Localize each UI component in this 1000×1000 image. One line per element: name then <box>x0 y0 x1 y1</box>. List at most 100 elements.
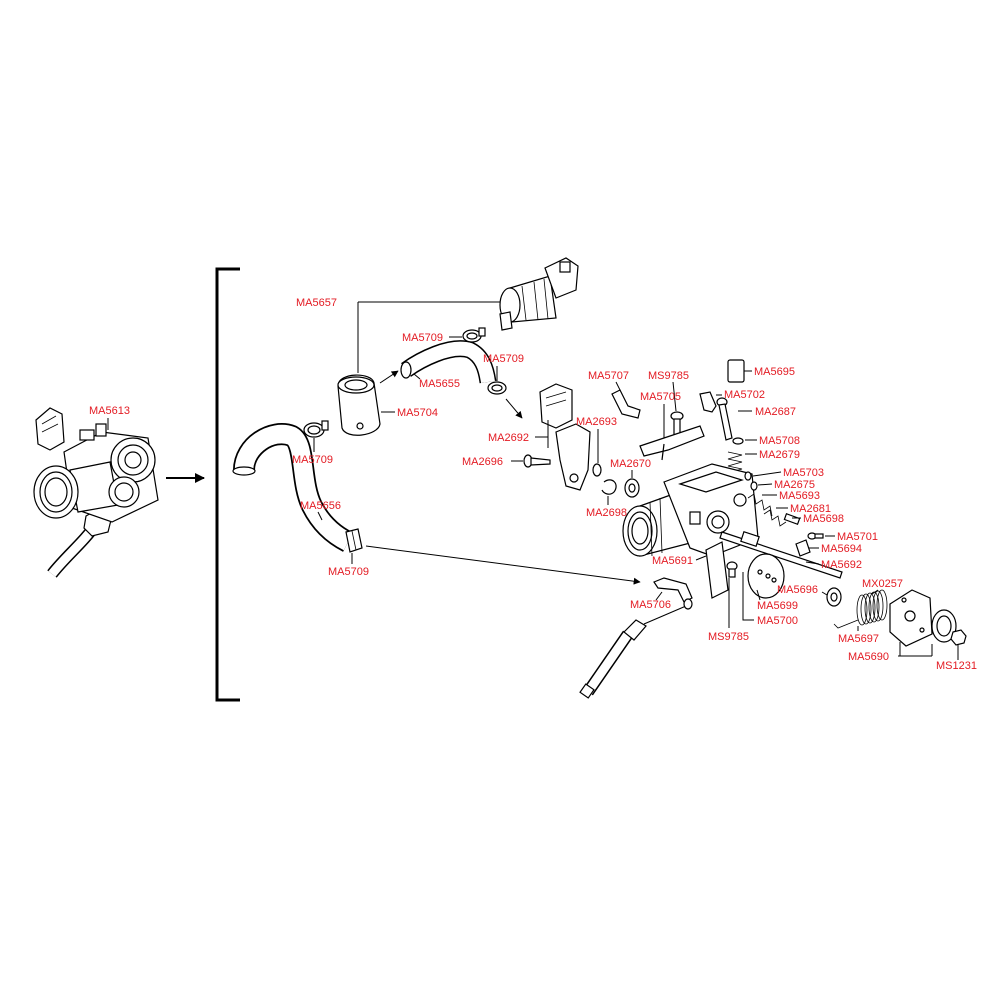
coil <box>856 594 868 626</box>
screw-ms9785-bottom <box>726 561 738 578</box>
leader-line <box>317 511 323 521</box>
collar-ma5704 <box>337 374 381 436</box>
washer-ma5708 <box>732 437 744 445</box>
coil <box>876 589 888 621</box>
callout-ma2679: MA2679 <box>759 449 800 461</box>
leader-line <box>535 420 549 448</box>
connector-latch <box>559 261 571 273</box>
fitting-block <box>79 429 95 441</box>
coil <box>864 592 876 624</box>
callout-ma5691: MA5691 <box>652 555 693 567</box>
sensor-nozzle <box>499 311 513 331</box>
leader-line <box>752 471 782 477</box>
spring-ma2681 <box>763 509 787 527</box>
housing-top <box>678 471 744 493</box>
washer-inner <box>830 592 838 602</box>
screw-shaft <box>530 457 551 466</box>
disc-hole <box>765 573 771 579</box>
callout-mx0257: MX0257 <box>862 578 903 590</box>
housing-nipple <box>689 511 701 525</box>
cover-plate-ma5690 <box>889 589 957 647</box>
screw-ms9785-top <box>670 411 684 444</box>
leader-line <box>898 642 933 657</box>
clamp-bore <box>491 384 503 392</box>
callout-ma5698: MA5698 <box>803 513 844 525</box>
sensor-detail <box>41 415 59 433</box>
plate-ring-inner <box>936 615 952 637</box>
hose-fill <box>234 425 353 551</box>
cable-nipple <box>683 598 693 610</box>
cable-sheath-inner <box>584 631 632 695</box>
callout-ma5695: MA5695 <box>754 366 795 378</box>
leader-line <box>757 483 773 486</box>
disc-ma5699 <box>747 553 785 599</box>
callout-ma5696: MA5696 <box>777 584 818 596</box>
bracket-ma5705 <box>639 425 705 461</box>
callout-ma5709-left: MA5709 <box>292 454 333 466</box>
callout-ma5709-bottom: MA5709 <box>328 566 369 578</box>
callout-ma5704: MA5704 <box>397 407 438 419</box>
callout-ma5707: MA5707 <box>588 370 629 382</box>
callout-ma5703: MA5703 <box>783 467 824 479</box>
plate-hole <box>904 610 916 622</box>
housing-port-inner <box>711 515 725 529</box>
clamp-bore <box>466 332 478 340</box>
washer-inner <box>628 483 636 493</box>
callout-ma5655: MA5655 <box>419 378 460 390</box>
clamp-bore <box>307 425 321 435</box>
sensor-hole <box>569 473 579 483</box>
callout-ma5706: MA5706 <box>630 599 671 611</box>
washer-ma2670 <box>624 478 640 498</box>
throttle-body-exploded <box>622 463 759 557</box>
callout-ma2675: MA2675 <box>774 479 815 491</box>
leader-line <box>655 591 663 601</box>
leader-line <box>821 591 828 596</box>
bracket-tab <box>661 443 665 461</box>
callout-ma5656: MA5656 <box>300 500 341 512</box>
callout-ms9785-bottom: MS9785 <box>708 631 749 643</box>
sensor-ribs <box>521 278 549 321</box>
collar-hole <box>356 422 364 430</box>
screw-ma2687 <box>716 397 733 441</box>
leader-line <box>742 572 754 621</box>
routing-arrow <box>365 545 641 585</box>
leader-line <box>805 561 820 565</box>
assembly-arrow <box>379 370 399 384</box>
callout-ma5709-second: MA5709 <box>483 353 524 365</box>
sensor-body <box>555 423 591 491</box>
shaft-collar <box>740 531 760 547</box>
clamp-tab <box>321 420 329 431</box>
clip-ma2698 <box>601 479 617 495</box>
assembly-arrow <box>505 398 523 419</box>
hose-clamp-ma5709-bottom <box>345 528 363 553</box>
leader-line <box>871 589 879 595</box>
fitting-pipe <box>611 389 641 419</box>
callout-ms9785-top: MS9785 <box>648 370 689 382</box>
leader-line <box>615 381 621 391</box>
position-sensor <box>35 407 65 451</box>
intake-bore <box>631 517 649 545</box>
throttle-body-assembly-illustration <box>33 407 159 578</box>
hose-ma5655 <box>400 340 497 384</box>
connector-detail <box>545 391 567 407</box>
clip-ma5694 <box>795 539 811 557</box>
spring-mx0257 <box>856 589 888 626</box>
callout-ma2681: MA2681 <box>790 503 831 515</box>
callout-ma5700: MA5700 <box>757 615 798 627</box>
elbow-ma5702 <box>699 391 717 413</box>
cable-fitting <box>623 619 647 641</box>
spring-ma5693 <box>747 493 773 517</box>
screw-ma5701 <box>807 532 824 540</box>
hose-ma5656 <box>232 423 354 552</box>
ring-ma5703 <box>744 471 752 481</box>
disc-hole <box>771 577 777 583</box>
callout-ma5708: MA5708 <box>759 435 800 447</box>
screw-ma2696 <box>523 454 551 468</box>
clamp-detail <box>351 530 357 551</box>
idle-valve-center <box>124 451 142 469</box>
callout-ma5693: MA5693 <box>779 490 820 502</box>
o-ring-ma2693 <box>592 463 602 477</box>
callout-ma2693: MA2693 <box>576 416 617 428</box>
collar-bore <box>344 379 368 391</box>
